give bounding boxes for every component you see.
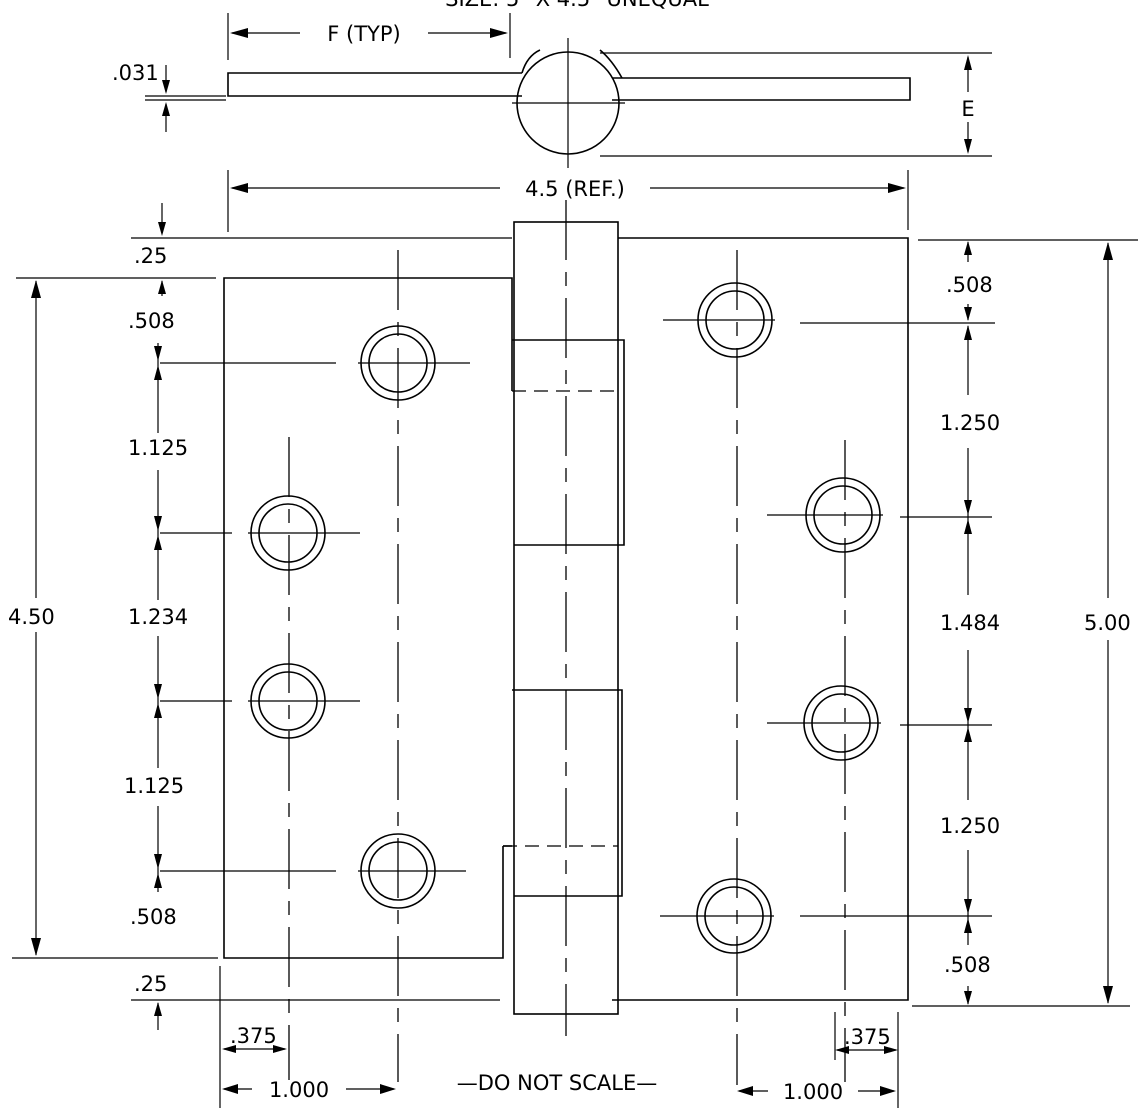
- dim-left-hole-column-spacing: 1.000: [269, 1078, 329, 1102]
- left-dimensions: .25 .508 1.125 1.234 1.125 .508 .25 4.50: [8, 203, 512, 1030]
- dim-thickness: .031: [112, 61, 159, 85]
- hole: [767, 685, 881, 761]
- overall-width-dimension: 4.5 (REF.): [227, 170, 909, 232]
- dim-right-spacing-1: 1.250: [940, 411, 1000, 435]
- hole: [248, 495, 360, 571]
- dim-left-spacing-3: 1.125: [124, 774, 184, 798]
- dim-left-height: 4.50: [8, 605, 55, 629]
- right-leaf-profile: [612, 77, 911, 101]
- dim-right-hole-edge-bottom: .508: [944, 953, 991, 977]
- dim-right-spacing-2: 1.484: [940, 611, 1000, 635]
- right-dimensions: .508 1.250 1.484 1.250 .508 5.00: [912, 239, 1138, 1007]
- hole: [358, 325, 470, 401]
- hole: [660, 878, 774, 954]
- dim-e: E: [961, 97, 974, 121]
- dim-left-bottom-offset: .25: [134, 972, 167, 996]
- dim-left-hole-edge-top: .508: [128, 309, 175, 333]
- drawing-title: SIZE: 5" X 4.5" UNEQUAL: [445, 0, 709, 11]
- dim-right-hole-column-spacing: 1.000: [783, 1080, 843, 1104]
- dim-right-edge-to-hole: .375: [844, 1025, 891, 1049]
- dim-f-typ: F (TYP): [327, 22, 400, 46]
- dim-left-spacing-1: 1.125: [128, 436, 188, 460]
- bottom-dimensions: .375 1.000 —DO NOT SCALE— .375 1.000: [219, 966, 899, 1108]
- hole: [358, 833, 466, 909]
- dim-left-edge-to-hole: .375: [230, 1024, 277, 1048]
- hole: [248, 663, 360, 739]
- dim-right-height: 5.00: [1084, 611, 1131, 635]
- front-view: [160, 200, 995, 1085]
- dim-right-hole-edge-top: .508: [946, 273, 993, 297]
- right-leaf-outline: [612, 237, 909, 1001]
- left-leaf-outline: [223, 277, 513, 959]
- do-not-scale-note: —DO NOT SCALE—: [457, 1071, 657, 1095]
- dim-left-hole-edge-bottom: .508: [130, 905, 177, 929]
- dim-right-spacing-3: 1.250: [940, 814, 1000, 838]
- top-view: F (TYP) .031 E: [112, 13, 992, 168]
- dim-left-spacing-2: 1.234: [128, 605, 188, 629]
- dim-overall-width: 4.5 (REF.): [525, 177, 625, 201]
- left-leaf-profile: [227, 72, 522, 97]
- hole: [767, 477, 883, 553]
- dim-left-top-offset: .25: [134, 244, 167, 268]
- hole: [663, 282, 775, 358]
